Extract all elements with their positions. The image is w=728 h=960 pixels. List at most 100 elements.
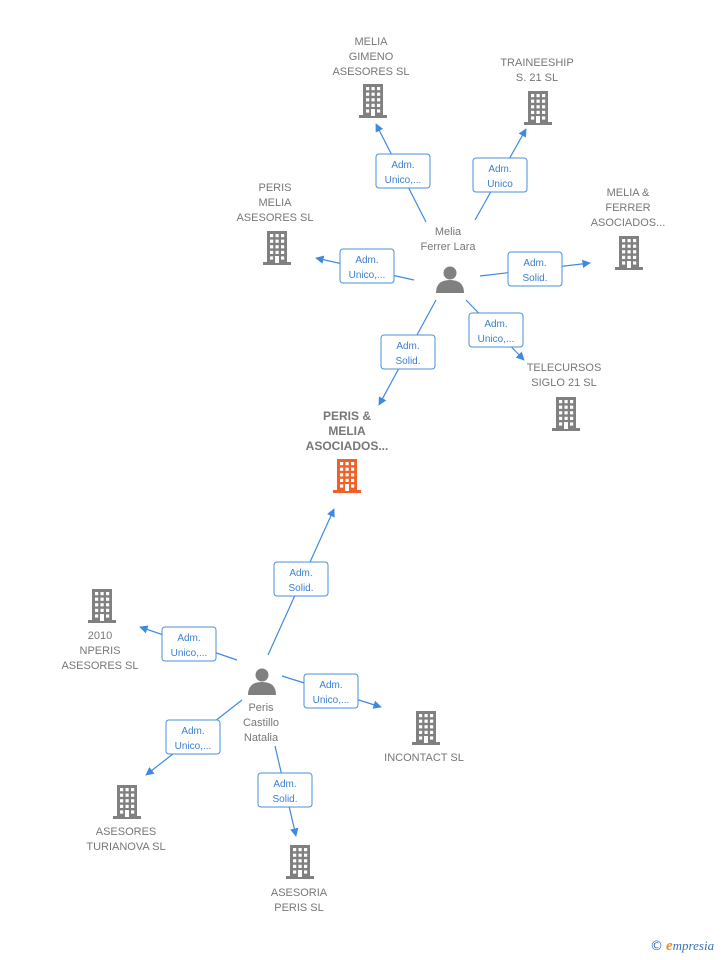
relation-text: Unico bbox=[487, 179, 513, 190]
company-node-incontact[interactable]: INCONTACT SL bbox=[384, 711, 464, 764]
relation-text: Adm. bbox=[396, 341, 419, 352]
node-label-line: TURIANOVA SL bbox=[86, 841, 165, 853]
building-icon bbox=[263, 231, 291, 265]
relation-text: Unico,... bbox=[175, 741, 212, 752]
relation-box bbox=[161, 626, 217, 662]
relation-box bbox=[339, 248, 395, 284]
person-icon bbox=[436, 266, 464, 293]
building-icon bbox=[286, 845, 314, 879]
node-label-line: ASESORES SL bbox=[236, 212, 313, 224]
relation-box bbox=[303, 673, 359, 709]
relation-label[interactable]: Adm. Unico,... bbox=[165, 719, 221, 755]
node-label-line: GIMENO bbox=[349, 51, 394, 63]
relation-label[interactable]: Adm. Unico,... bbox=[303, 673, 359, 709]
company-node-asesoria[interactable]: ASESORIA PERIS SL bbox=[271, 845, 328, 914]
relation-label[interactable]: Adm. Solid. bbox=[273, 561, 329, 597]
node-label-line: SIGLO 21 SL bbox=[531, 377, 596, 389]
relation-text: Solid. bbox=[522, 273, 547, 284]
node-label-line: PERIS & bbox=[323, 409, 371, 423]
person-icon bbox=[248, 668, 276, 695]
relation-text: Adm. bbox=[177, 633, 200, 644]
building-icon bbox=[113, 785, 141, 819]
node-label-line: TRAINEESHIP bbox=[500, 57, 573, 69]
relation-text: Adm. bbox=[273, 779, 296, 790]
relation-text: Adm. bbox=[319, 680, 342, 691]
node-label-line: Peris bbox=[248, 702, 274, 714]
company-node-turianova[interactable]: ASESORES TURIANOVA SL bbox=[86, 785, 166, 853]
relation-text: Adm. bbox=[289, 568, 312, 579]
node-label-line: ASESORES bbox=[96, 826, 157, 838]
node-label-line: NPERIS bbox=[80, 645, 121, 657]
node-label-line: PERIS bbox=[258, 182, 291, 194]
relation-box bbox=[165, 719, 221, 755]
node-label-line: ASOCIADOS... bbox=[306, 439, 389, 453]
relation-box bbox=[375, 153, 431, 189]
relation-box bbox=[472, 157, 528, 193]
relation-label[interactable]: Adm. Solid. bbox=[380, 334, 436, 370]
building-icon bbox=[88, 589, 116, 623]
node-label-line: Ferrer Lara bbox=[420, 241, 476, 253]
node-label-line: MELIA & bbox=[607, 187, 650, 199]
relation-box bbox=[380, 334, 436, 370]
relation-label[interactable]: Adm. Solid. bbox=[507, 251, 563, 287]
node-label-line: MELIA bbox=[258, 197, 292, 209]
node-label-line: MELIA bbox=[328, 424, 366, 438]
brand-initial: e bbox=[666, 938, 673, 954]
relation-text: Adm. bbox=[523, 258, 546, 269]
building-icon bbox=[552, 397, 580, 431]
company-node-meliaferrer[interactable]: MELIA &FERRERASOCIADOS... bbox=[591, 187, 666, 270]
relation-text: Unico,... bbox=[313, 695, 350, 706]
relation-box bbox=[273, 561, 329, 597]
relation-text: Solid. bbox=[288, 583, 313, 594]
node-label-line: ASESORIA bbox=[271, 887, 328, 899]
node-label-line: S. 21 SL bbox=[516, 72, 558, 84]
node-label-line: ASESORES SL bbox=[61, 660, 138, 672]
relation-text: Solid. bbox=[395, 356, 420, 367]
relation-label[interactable]: Adm. Unico,... bbox=[161, 626, 217, 662]
relation-text: Adm. bbox=[355, 255, 378, 266]
relation-text: Unico,... bbox=[478, 334, 515, 345]
node-label-line: PERIS SL bbox=[274, 902, 324, 914]
relation-label[interactable]: Adm. Unico,... bbox=[339, 248, 395, 284]
node-label-line: Melia bbox=[435, 226, 462, 238]
node-label-line: 2010 bbox=[88, 630, 112, 642]
relation-text: Adm. bbox=[181, 726, 204, 737]
building-icon bbox=[412, 711, 440, 745]
building-icon bbox=[615, 236, 643, 270]
node-label-line: Natalia bbox=[244, 732, 279, 744]
node-label-line: ASESORES SL bbox=[332, 66, 409, 78]
node-label-line: MELIA bbox=[354, 36, 388, 48]
relation-label[interactable]: Adm. Unico,... bbox=[375, 153, 431, 189]
node-label-line: TELECURSOS bbox=[527, 362, 602, 374]
relation-text: Unico,... bbox=[385, 175, 422, 186]
building-icon bbox=[333, 459, 361, 493]
relation-text: Adm. bbox=[391, 160, 414, 171]
relation-text: Adm. bbox=[488, 164, 511, 175]
relation-text: Unico,... bbox=[171, 648, 208, 659]
building-icon bbox=[359, 84, 387, 118]
relation-text: Adm. bbox=[484, 319, 507, 330]
relation-label[interactable]: Adm. Unico,... bbox=[468, 312, 524, 348]
node-label-line: FERRER bbox=[605, 202, 650, 214]
brand-name: mpresia bbox=[672, 938, 715, 953]
company-node-trainee[interactable]: TRAINEESHIP S. 21 SL bbox=[500, 57, 574, 125]
company-node-perismelia[interactable]: PERIS MELIA ASESORES SL bbox=[236, 182, 314, 265]
empresia-footer[interactable]: ©empresia bbox=[650, 938, 714, 955]
node-label-line: INCONTACT SL bbox=[384, 752, 464, 764]
company-node-main[interactable]: PERIS &MELIAASOCIADOS... bbox=[306, 409, 389, 493]
node-label-line: Castillo bbox=[243, 717, 279, 729]
building-icon bbox=[524, 91, 552, 125]
company-node-gimeno[interactable]: MELIA GIMENO ASESORES SL bbox=[332, 36, 410, 118]
relation-label[interactable]: Adm. Solid. bbox=[257, 772, 313, 808]
relation-label[interactable]: Adm. Unico bbox=[472, 157, 528, 193]
relation-box bbox=[507, 251, 563, 287]
copyright-icon: © bbox=[650, 939, 663, 954]
relation-box bbox=[468, 312, 524, 348]
relation-text: Solid. bbox=[272, 794, 297, 805]
relation-text: Unico,... bbox=[349, 270, 386, 281]
company-node-telecursos[interactable]: TELECURSOS SIGLO 21 SL bbox=[527, 362, 602, 431]
